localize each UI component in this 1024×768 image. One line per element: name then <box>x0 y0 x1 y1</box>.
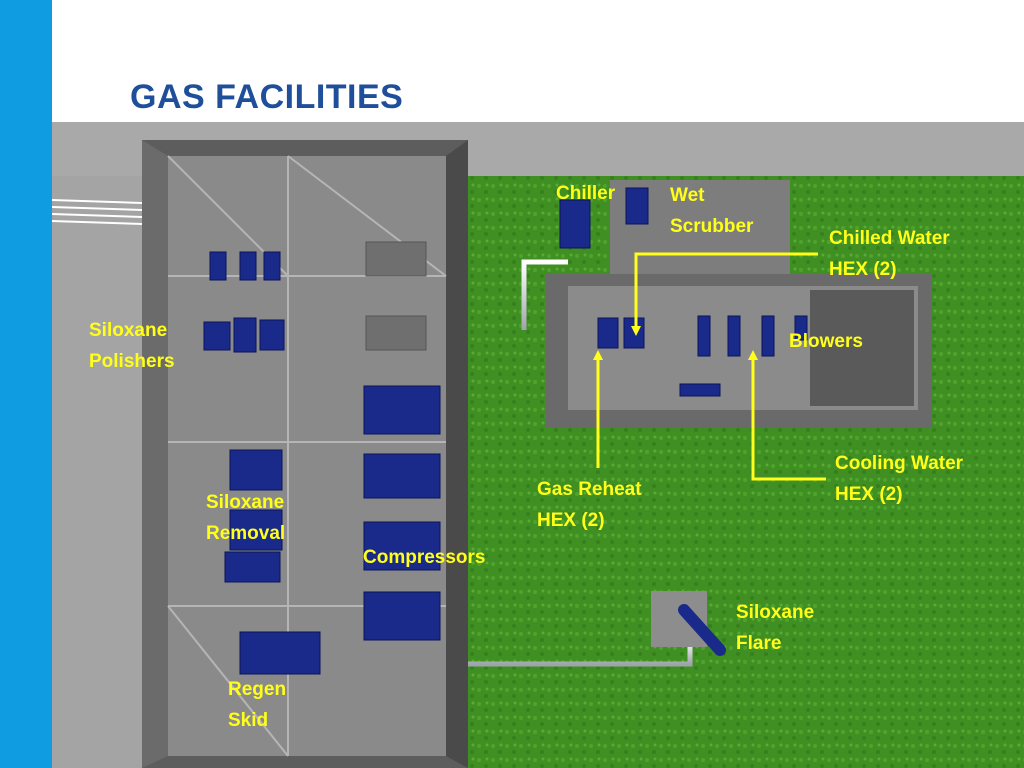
slide-title: GAS FACILITIES <box>130 78 404 116</box>
label-siloxane-polishers: Siloxane Polishers <box>89 320 175 372</box>
arrow-head <box>593 350 603 360</box>
label-wet-scrubber: Wet Scrubber <box>670 185 754 237</box>
label-compressors: Compressors <box>363 547 486 568</box>
label-regen-skid: Regen Skid <box>228 679 287 731</box>
cooling-water-callout <box>751 358 826 481</box>
label-cooling-water-hex: Cooling Water HEX (2) <box>835 453 964 505</box>
accent-sidebar-bar <box>0 0 52 768</box>
arrow-head <box>748 350 758 360</box>
label-siloxane-removal: Siloxane Removal <box>206 492 286 544</box>
arrow-head <box>631 326 641 336</box>
gas-facility-building <box>142 140 468 768</box>
label-siloxane-flare: Siloxane Flare <box>736 602 815 654</box>
callout-lines <box>596 252 826 481</box>
road-lines <box>52 199 143 225</box>
label-chiller: Chiller <box>556 183 616 204</box>
paved-strip <box>52 176 142 701</box>
label-gas-reheat-hex: Gas Reheat HEX (2) <box>537 479 642 531</box>
gas-treatment-skid <box>546 157 932 428</box>
siloxane-flare-unit <box>651 591 726 656</box>
chilled-water-callout <box>634 252 818 326</box>
label-chilled-water-hex: Chilled Water HEX (2) <box>829 228 950 280</box>
label-blowers: Blowers <box>789 331 863 352</box>
facility-render <box>52 122 1024 768</box>
